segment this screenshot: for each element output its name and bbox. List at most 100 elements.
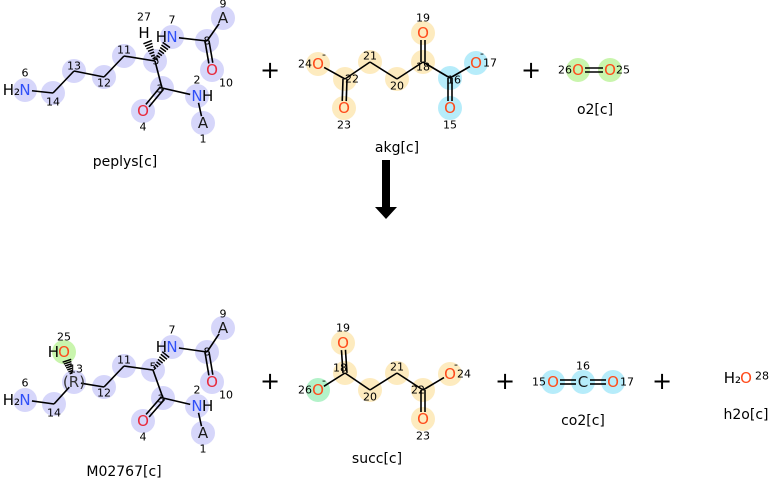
atom-number: 22 — [411, 384, 425, 397]
atom-m02767-7[interactable]: NH7 — [156, 324, 178, 357]
atom-succ-21[interactable]: 21 — [390, 361, 404, 374]
atom-number: 14 — [46, 96, 60, 109]
atom-peplys-9[interactable]: A9 — [218, 0, 229, 27]
atom-peplys-4[interactable]: O4 — [137, 102, 149, 134]
atom-m02767-4[interactable]: O4 — [137, 412, 149, 444]
atom-highlight — [306, 378, 330, 402]
atom-akg-19[interactable]: O19 — [416, 12, 430, 43]
single-bond — [396, 61, 424, 80]
atom-m02767-8[interactable]: 8 — [204, 346, 211, 359]
atom-peplys-3[interactable]: 3 — [157, 83, 164, 96]
double-bond — [148, 88, 165, 108]
atom-m02767-11[interactable]: 11 — [117, 354, 131, 367]
atom-co2-15[interactable]: O15 — [532, 373, 559, 391]
atom-akg-22[interactable]: 22 — [345, 73, 359, 86]
atom-akg-15[interactable]: O15 — [443, 99, 457, 132]
atom-number: 24 — [298, 58, 312, 71]
atom-m02767-1[interactable]: A1 — [198, 424, 209, 456]
atom-number: 27 — [137, 11, 151, 24]
molecule-name-o2[interactable]: o2[c] — [577, 102, 613, 118]
atom-o2-26[interactable]: O26 — [558, 61, 584, 79]
plus-sign: + — [521, 56, 541, 84]
atom-number: 12 — [97, 387, 111, 400]
annotation-layer: +++++ — [260, 56, 672, 395]
atom-succ-24[interactable]: O-24 — [444, 358, 471, 383]
molecule-name-peplys[interactable]: peplys[c] — [93, 154, 157, 170]
atom-akg-21[interactable]: 21 — [363, 50, 377, 63]
atom-peplys-10[interactable]: O10 — [206, 61, 233, 90]
atom-highlight — [438, 362, 462, 386]
atom-m02767-10[interactable]: O10 — [206, 373, 233, 402]
atom-succ-20[interactable]: 20 — [363, 391, 377, 404]
hydrogen-label: H₂ — [3, 81, 20, 99]
atom-peplys-11[interactable]: 11 — [117, 44, 131, 57]
atom-number: 3 — [158, 393, 165, 406]
atom-highlight — [571, 370, 595, 394]
atom-number: 24 — [457, 368, 471, 381]
atom-highlight — [191, 111, 215, 135]
atom-peplys-14[interactable]: 14 — [46, 96, 60, 109]
atom-number: 17 — [483, 57, 497, 70]
atom-number: 28 — [755, 370, 769, 383]
atom-peplys-12[interactable]: 12 — [97, 77, 111, 90]
atom-succ-22[interactable]: 22 — [411, 384, 425, 397]
atom-peplys-5[interactable]: 5 — [153, 55, 160, 68]
atom-m02767-13[interactable]: (R)13 — [63, 363, 85, 392]
atom-number: 3 — [157, 83, 164, 96]
atom-akg-23[interactable]: O23 — [337, 99, 351, 132]
atom-m02767-9[interactable]: A9 — [218, 308, 229, 338]
atom-akg-17[interactable]: O-17 — [470, 47, 497, 72]
atom-peplys-7[interactable]: NH7 — [156, 14, 178, 47]
atom-succ-26[interactable]: O-26 — [298, 374, 326, 399]
atom-succ-18[interactable]: 18 — [333, 362, 347, 375]
atom-succ-23[interactable]: O23 — [416, 410, 430, 443]
atom-peplys-13[interactable]: 13 — [67, 60, 81, 73]
atom-number: 15 — [532, 376, 546, 389]
charge-label: - — [322, 48, 326, 61]
atom-highlight — [411, 407, 435, 431]
hydrogen-label: H₂ — [3, 391, 20, 409]
atom-m02767-5[interactable]: 5 — [150, 361, 157, 374]
atom-akg-16[interactable]: 16 — [447, 74, 461, 87]
atom-m02767-12[interactable]: 12 — [97, 387, 111, 400]
atom-succ-19[interactable]: O19 — [336, 322, 350, 353]
hydrogen-label: H — [202, 87, 213, 105]
atom-peplys-27[interactable]: H27 — [137, 11, 151, 43]
atom-highlight — [598, 58, 622, 82]
atom-akg-20[interactable]: 20 — [390, 80, 404, 93]
atom-akg-18[interactable]: 18 — [416, 61, 430, 74]
atom-peplys-1[interactable]: A1 — [198, 114, 209, 146]
molecule-name-m02767[interactable]: M02767[c] — [86, 464, 161, 480]
molecule-name-succ[interactable]: succ[c] — [352, 451, 402, 467]
atom-highlight — [464, 51, 488, 75]
molecule-name-akg[interactable]: akg[c] — [375, 140, 419, 156]
atom-m02767-3[interactable]: 3 — [158, 393, 165, 406]
atom-akg-24[interactable]: O-24 — [298, 48, 326, 73]
element-symbol: O — [137, 102, 149, 120]
molecule-name-h2o[interactable]: h2o[c] — [724, 407, 769, 423]
molecule-name-co2[interactable]: co2[c] — [561, 413, 605, 429]
element-symbol: O — [312, 381, 324, 399]
atom-m02767-14[interactable]: 14 — [47, 407, 61, 420]
atom-number: 25 — [57, 331, 71, 344]
atom-peplys-8[interactable]: 8 — [204, 35, 211, 48]
double-bond — [341, 78, 344, 101]
element-symbol: O — [137, 412, 149, 430]
atom-number: 2 — [194, 384, 201, 397]
atom-co2-16[interactable]: C16 — [576, 360, 590, 392]
